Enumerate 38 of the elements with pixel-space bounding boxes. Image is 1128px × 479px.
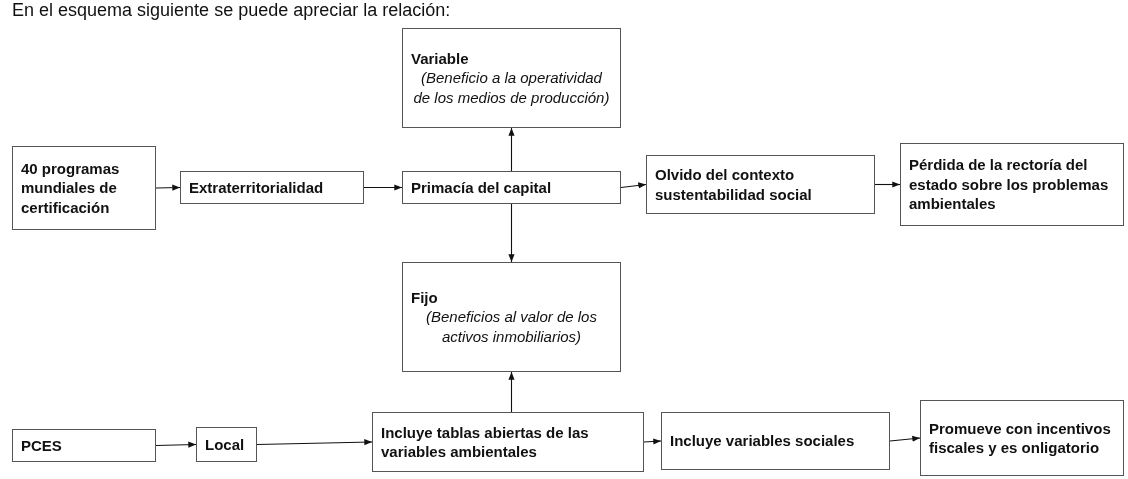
arrow <box>256 439 373 446</box>
box-title: Extraterritorialidad <box>189 177 325 198</box>
process-box <box>372 412 644 472</box>
arrow <box>620 182 647 189</box>
arrow <box>508 203 515 263</box>
arrow <box>889 435 921 442</box>
process-box <box>180 171 364 204</box>
box-title: Promueve con incentivos fiscales y es onligatorio <box>929 418 1112 458</box>
arrow <box>508 371 515 413</box>
box-title: Local <box>205 434 246 455</box>
arrow <box>874 181 901 188</box>
box-description: (Beneficio a la operatividad de los medios de producción) <box>412 68 611 108</box>
arrow <box>508 127 515 172</box>
arrow <box>643 438 662 445</box>
box-description: (Beneficios al valor de los activos inmobiliarios) <box>425 307 598 347</box>
process-box <box>402 262 621 372</box>
intro-text: En el esquema siguiente se puede apreciar la relación: <box>12 0 451 21</box>
box-title: PCES <box>21 435 63 456</box>
box-title: Variable <box>411 48 470 69</box>
arrow <box>155 184 181 191</box>
box-title: Incluye tablas abiertas de las variables ambientales <box>381 422 590 462</box>
process-box <box>402 171 621 204</box>
box-title: 40 programas mundiales de certificación <box>21 158 121 218</box>
process-box <box>920 400 1124 476</box>
box-title: Fijo <box>411 287 439 308</box>
process-box <box>661 412 890 470</box>
box-title: Pérdida de la rectoría del estado sobre los problemas ambientales <box>909 155 1110 214</box>
box-title: Olvido del contexto sustentabilidad social <box>655 165 813 204</box>
arrow <box>155 441 197 448</box>
process-box <box>12 146 156 230</box>
process-box <box>646 155 875 214</box>
process-box <box>402 28 621 128</box>
process-box <box>196 427 257 462</box>
process-box <box>12 429 156 462</box>
box-title: Primacía del capital <box>411 177 553 198</box>
arrow <box>363 184 403 191</box>
box-title: Incluye variables sociales <box>670 431 856 451</box>
process-box <box>900 143 1124 226</box>
